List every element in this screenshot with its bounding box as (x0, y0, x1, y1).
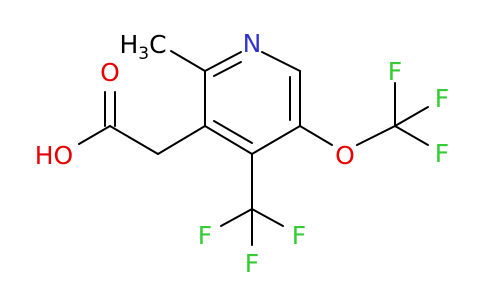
atom-f-cf3-bottom-label: F (245, 249, 259, 278)
bond-ocf3-f-right (394, 106, 429, 127)
atom-f-cf3-right-label: F (292, 221, 306, 250)
bond-cf3-f-right (251, 208, 284, 227)
bond-ch2-cooh (109, 125, 159, 155)
atom-methyl-label: H3C (119, 30, 166, 64)
atom-o-ether-label: O (335, 141, 355, 170)
bond-ocf3-f-bottom (394, 125, 429, 146)
bond-o-cf3 (356, 125, 396, 146)
bond-c3-ch2 (157, 125, 206, 155)
bond-c4-c3-inner (213, 120, 253, 144)
atom-hydroxyl-label: HO (35, 141, 73, 170)
bond-c4-c3 (204, 125, 253, 155)
bond-c2-n (204, 51, 242, 72)
bond-c5-o (299, 125, 333, 146)
bond-n-c6 (261, 51, 301, 72)
bond-c2-n-inner (213, 61, 242, 77)
bond-c5-c4 (251, 125, 301, 155)
bond-cf3-f-left (220, 208, 253, 227)
bond-c2-methyl (170, 50, 206, 72)
atom-f-cf3-left-label: F (198, 221, 212, 250)
atom-n-label: N (243, 29, 262, 58)
bond-c-oh (78, 125, 111, 145)
atom-f-ocf3-right-label: F (435, 84, 449, 113)
atom-f-ocf3-bottom-label: F (435, 139, 449, 168)
methyl-h: H (119, 30, 138, 59)
atom-f-ocf3-top-label: F (388, 57, 402, 86)
methyl-c: C (149, 30, 166, 59)
atom-o-carbonyl-label: O (100, 58, 120, 87)
methyl-subscript: 3 (138, 44, 149, 64)
